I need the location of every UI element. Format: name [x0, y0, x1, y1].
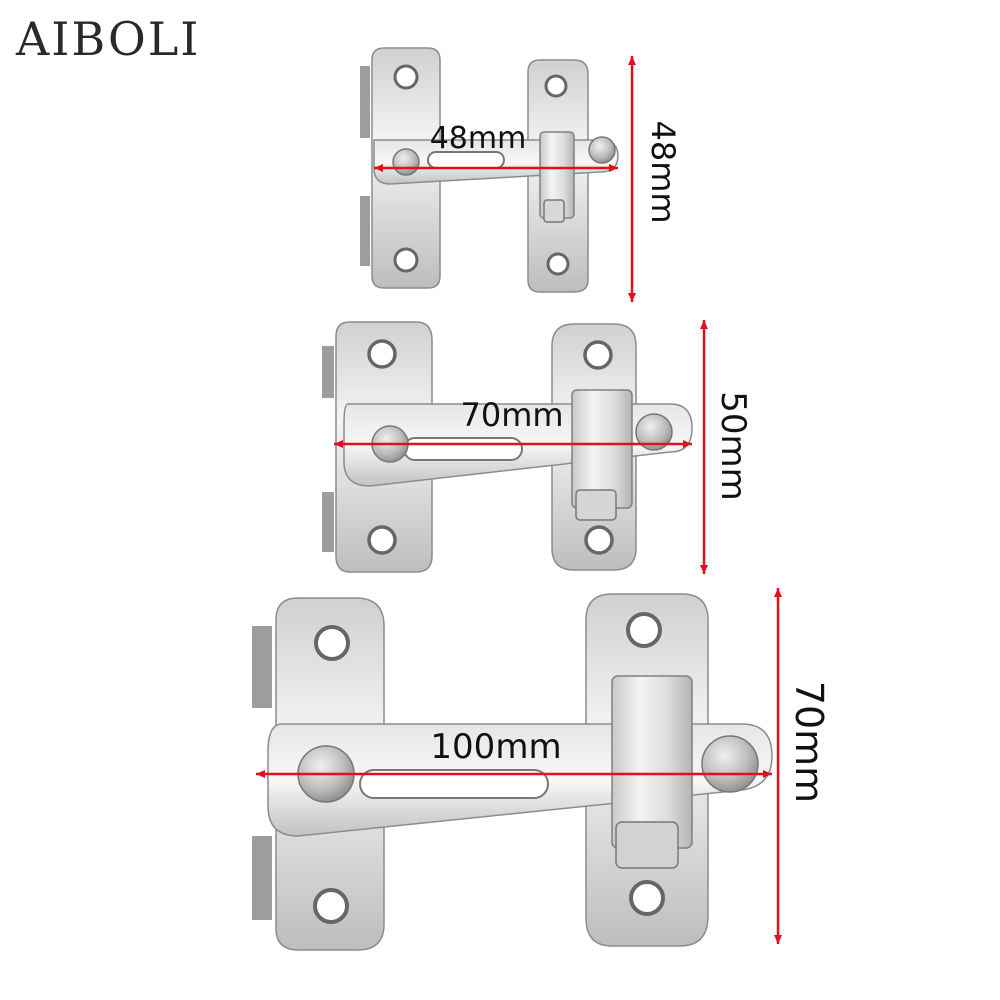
latch-large — [252, 593, 773, 951]
knob — [588, 136, 616, 164]
width-label-small: 48mm — [430, 121, 527, 156]
latch-small — [360, 47, 619, 293]
screw-hole — [626, 612, 662, 648]
bar-slot — [403, 437, 523, 461]
height-label-large: 70mm — [787, 681, 831, 803]
flange — [322, 492, 334, 552]
flange — [252, 836, 272, 920]
keeper-slot — [543, 199, 565, 223]
screw-hole — [393, 64, 419, 90]
screw-hole — [546, 252, 570, 276]
dimension-lines — [256, 56, 782, 944]
height-label-small: 48mm — [644, 120, 682, 223]
height-label-medium: 50mm — [713, 391, 753, 501]
keeper-slot — [575, 489, 617, 521]
width-label-large: 100mm — [430, 727, 561, 767]
screw-hole — [583, 340, 613, 370]
screw-hole — [367, 339, 397, 369]
flange — [252, 626, 272, 708]
screw-hole — [367, 525, 397, 555]
flange — [360, 66, 370, 138]
screw-hole — [313, 888, 349, 924]
keeper-slot — [615, 821, 679, 869]
screw-hole — [544, 74, 568, 98]
knob — [701, 735, 759, 793]
width-label-medium: 70mm — [460, 396, 563, 434]
screw-hole — [629, 880, 665, 916]
screw-hole — [584, 525, 614, 555]
screw-hole — [314, 625, 350, 661]
screw-hole — [393, 247, 419, 273]
flange — [360, 196, 370, 266]
latch-medium — [322, 321, 693, 573]
knob — [392, 148, 420, 176]
brand-logo: AIBOLI — [16, 12, 201, 66]
flange — [322, 346, 334, 398]
